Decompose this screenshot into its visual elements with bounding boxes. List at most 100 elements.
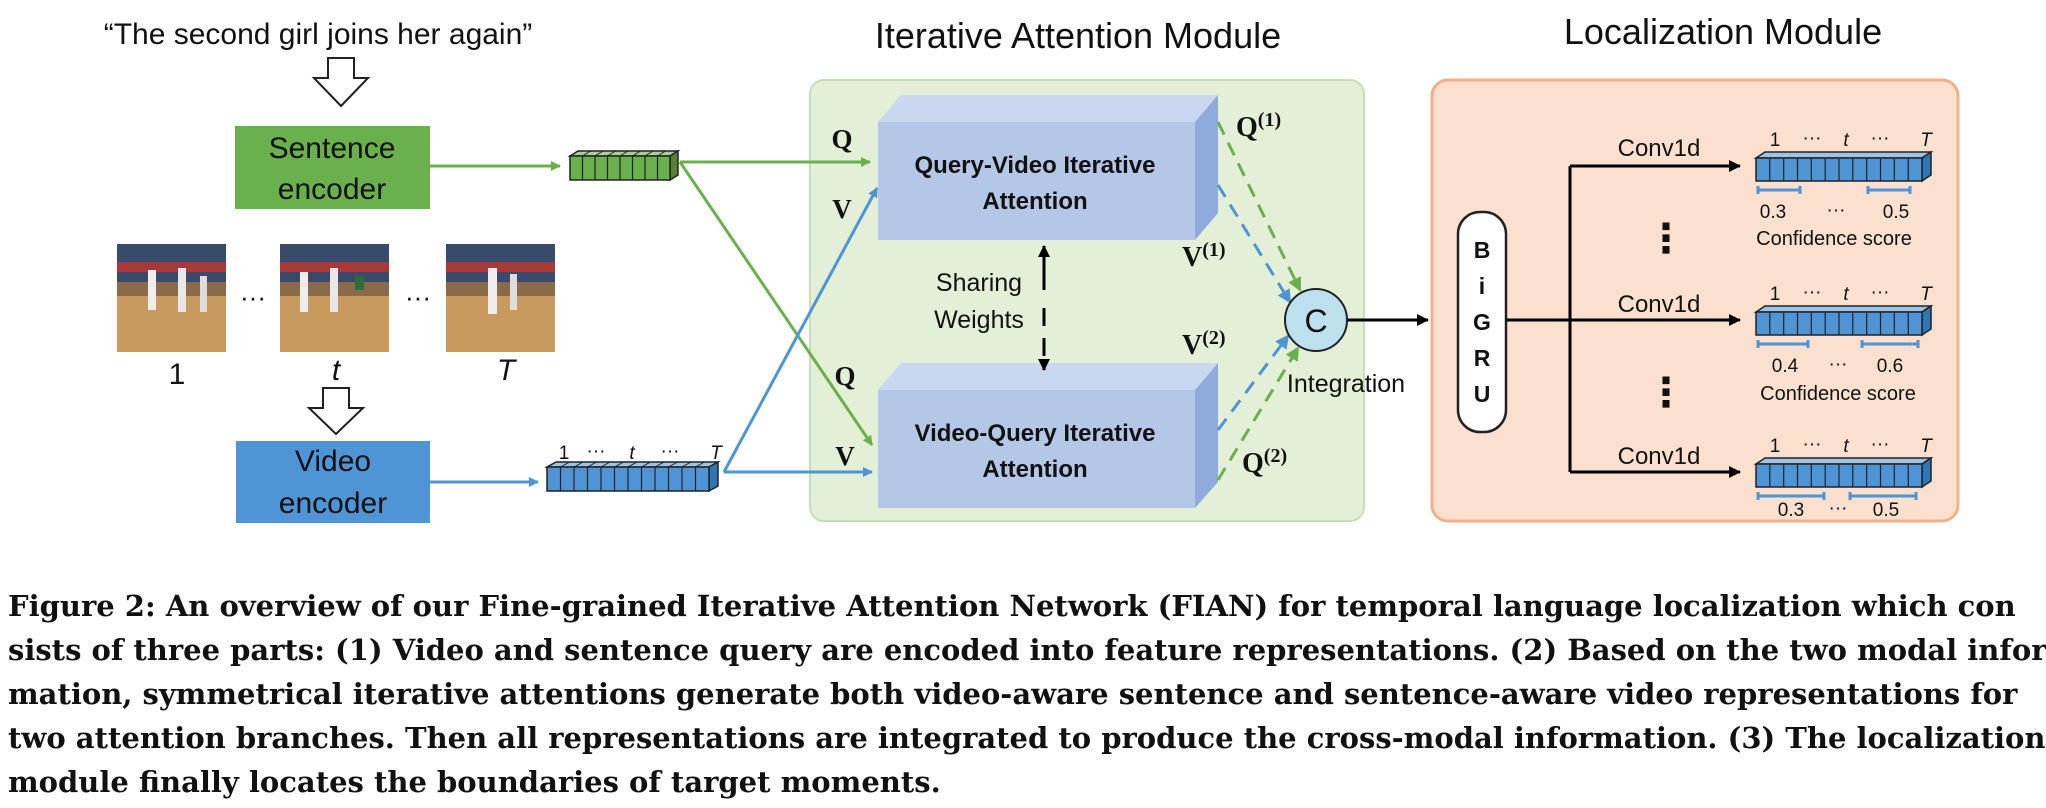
caption-line-1: Figure 2: An overview of our Fine-graine… <box>8 589 2016 623</box>
output-tensor-1-index: 1 ··· t ··· T <box>1770 128 1933 151</box>
video-feature-label-t: t <box>629 443 635 464</box>
frame-ellipsis-2: ··· <box>405 282 431 312</box>
score-3-right: 0.5 <box>1873 500 1899 521</box>
output-q1: Q(1) <box>1236 109 1281 143</box>
bigru-letter-b: B <box>1474 237 1491 263</box>
svg-text:T: T <box>1920 436 1933 457</box>
boundary-bracket-2-left <box>1756 340 1810 348</box>
video-to-qv-arrow <box>722 187 879 473</box>
score-3-dots: ··· <box>1829 498 1848 519</box>
output-tensor-2 <box>1753 304 1934 337</box>
output-v2: V(2) <box>1182 327 1226 361</box>
sentence-encoder-label-2: encoder <box>278 173 386 206</box>
video-encoder-label-2: encoder <box>279 487 387 520</box>
concat-label: C <box>1304 303 1327 339</box>
caption-line-3: mation, symmetrical iterative attentions… <box>8 677 2018 711</box>
svg-text:1: 1 <box>1770 284 1781 305</box>
bigru-letter-r: R <box>1474 345 1491 371</box>
video-encoder-box <box>236 441 430 523</box>
sentence-encoder-box <box>235 126 430 209</box>
qv-input-v: V <box>832 194 852 224</box>
video-feature-label-1: 1 <box>559 443 570 464</box>
svg-text:1: 1 <box>1770 130 1781 151</box>
score-1-right: 0.5 <box>1883 202 1909 223</box>
down-arrow-icon-2 <box>306 387 366 436</box>
qv-attention-label-2: Attention <box>982 188 1087 215</box>
v2-to-concat-arrow <box>1216 334 1290 431</box>
caption-line-4: two attention branches. Then all represe… <box>8 721 2046 755</box>
qv-attention-label-1: Query-Video Iterative <box>915 152 1156 179</box>
q2-to-concat-arrow <box>1216 346 1300 481</box>
sentence-feature-tensor <box>567 149 681 182</box>
bigru-box <box>1456 210 1508 434</box>
output-tensor-3-index: 1 ··· t ··· T <box>1770 434 1933 457</box>
conv1d-label-2: Conv1d <box>1618 291 1701 318</box>
score-2-dots: ··· <box>1829 354 1848 375</box>
localization-module-title: Localization Module <box>1564 11 1882 52</box>
vq-input-q: Q <box>834 361 855 391</box>
svg-text:t: t <box>1843 436 1849 457</box>
frame-label-T: T <box>497 354 518 387</box>
confidence-score-label-1: Confidence score <box>1756 228 1912 250</box>
caption-line-5: module finally locates the boundaries of… <box>8 765 941 799</box>
fian-architecture-diagram: Iterative Attention Module Localization … <box>104 11 1960 523</box>
boundary-bracket-1-right <box>1866 186 1912 194</box>
score-2-right: 0.6 <box>1877 356 1903 377</box>
vq-attention-label-1: Video-Query Iterative <box>915 420 1156 447</box>
video-encoder-label-1: Video <box>295 445 371 478</box>
output-tensor-2-index: 1 ··· t ··· T <box>1770 282 1933 305</box>
sharing-weights-label-1: Sharing <box>936 269 1022 297</box>
vq-input-v: V <box>835 441 855 471</box>
svg-text:···: ··· <box>1871 282 1890 303</box>
sentence-to-vq-arrow <box>678 161 874 446</box>
boundary-bracket-1-left <box>1756 186 1802 194</box>
score-2-left: 0.4 <box>1772 356 1799 377</box>
iterative-attention-module-title: Iterative Attention Module <box>875 15 1281 56</box>
integration-label: Integration <box>1287 370 1405 398</box>
svg-text:t: t <box>1843 130 1849 151</box>
frame-label-t: t <box>332 354 342 387</box>
svg-text:1: 1 <box>1770 436 1781 457</box>
bigru-letter-u: U <box>1474 381 1491 407</box>
video-feature-label-dots1: ··· <box>587 441 606 462</box>
output-tensor-3 <box>1753 456 1934 489</box>
bigru-letter-g: G <box>1473 309 1491 335</box>
svg-text:T: T <box>1920 130 1933 151</box>
vertical-dots-2: ⋮ <box>1646 371 1686 415</box>
bigru-letter-i: i <box>1479 273 1485 299</box>
video-frame-1 <box>117 244 226 352</box>
down-arrow-icon <box>311 57 371 108</box>
boundary-bracket-2-right <box>1860 340 1920 348</box>
conv1d-label-3: Conv1d <box>1618 443 1701 470</box>
boundary-bracket-3-left <box>1756 492 1826 500</box>
q1-to-concat-arrow <box>1216 121 1302 292</box>
query-video-attention-block <box>878 95 1218 240</box>
video-frame-T <box>446 244 555 352</box>
svg-text:···: ··· <box>1803 282 1822 303</box>
svg-text:···: ··· <box>1803 128 1822 149</box>
video-feature-label-T: T <box>710 443 723 464</box>
video-feature-tensor <box>544 460 721 493</box>
vertical-dots-1: ⋮ <box>1646 217 1686 261</box>
output-tensor-1 <box>1753 150 1934 183</box>
vq-attention-label-2: Attention <box>982 456 1087 483</box>
sentence-encoder-label-1: Sentence <box>269 132 396 165</box>
localization-module-panel <box>1430 78 1960 523</box>
qv-input-q: Q <box>831 124 852 154</box>
caption-line-2: sists of three parts: (1) Video and sent… <box>8 633 2046 667</box>
frame-label-1: 1 <box>169 358 186 391</box>
video-feature-label-dots2: ··· <box>661 441 680 462</box>
sharing-weights-label-2: Weights <box>934 306 1024 334</box>
figure-caption: Figure 2: An overview of our Fine-graine… <box>8 584 2046 804</box>
svg-text:t: t <box>1843 284 1849 305</box>
output-q2: Q(2) <box>1242 445 1287 479</box>
svg-text:···: ··· <box>1871 434 1890 455</box>
video-query-attention-block <box>878 363 1218 508</box>
confidence-score-label-2: Confidence score <box>1760 383 1916 405</box>
video-frame-t <box>280 244 389 352</box>
conv1d-label-1: Conv1d <box>1618 135 1701 162</box>
frame-ellipsis-1: ··· <box>240 282 266 312</box>
score-1-left: 0.3 <box>1760 202 1786 223</box>
boundary-bracket-3-right <box>1848 492 1918 500</box>
svg-text:T: T <box>1920 284 1933 305</box>
